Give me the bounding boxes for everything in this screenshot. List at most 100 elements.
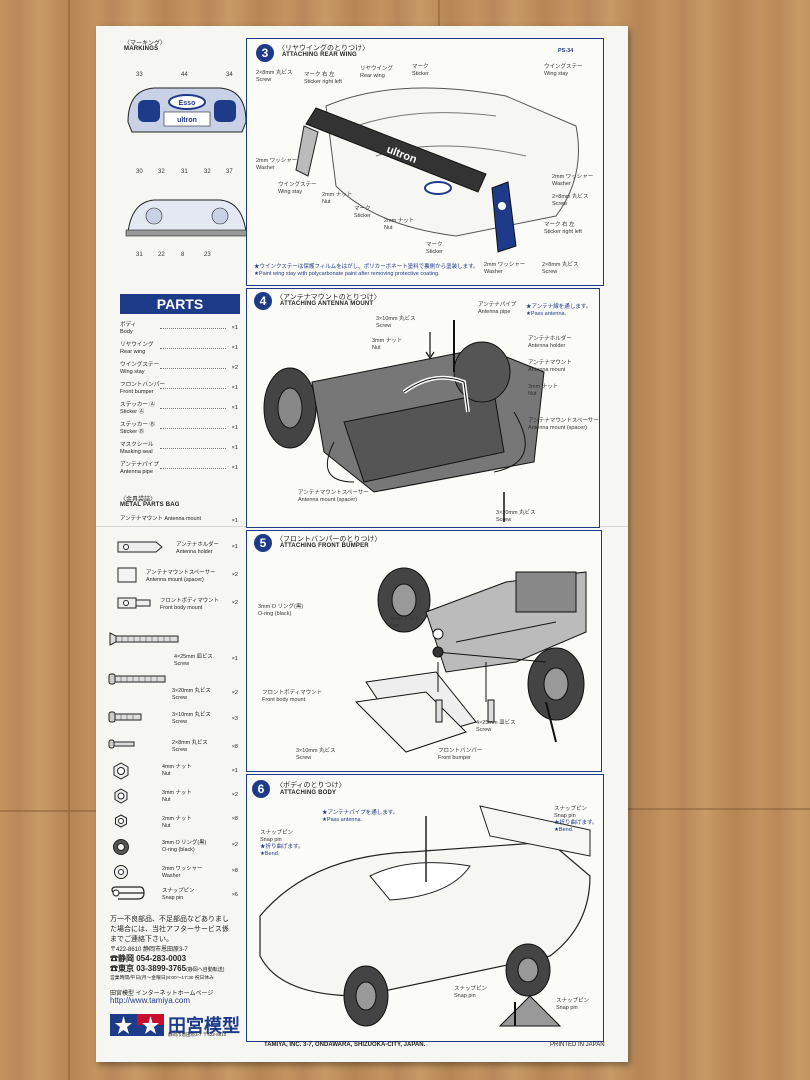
nut-3mm-icon [114,788,128,804]
step-number-badge: 5 [254,534,272,552]
floor-seam [68,0,70,1080]
step3-callout: 2mm ワッシャー Washer [484,262,526,275]
floor-seam [0,810,96,812]
marking-callout: 30 [136,169,143,175]
step4-callout: 3mm ナット Nut [372,338,403,351]
website-label: 田宮模型 インターネットホームページ [110,991,214,997]
washer-icon [114,865,128,879]
marking-callout: 8 [181,252,185,258]
step4-callout: アンテナパイプ Antenna pipe [478,302,517,315]
website-url[interactable]: http://www.tamiya.com [110,996,191,1005]
step3-callout: マーク Sticker [412,64,429,77]
step5-callout: 3mm O リング(黒) O-ring (black) [258,604,304,617]
marking-callout: 33 [136,72,143,78]
step3-callout: 2mm ワッシャー Washer [552,174,594,187]
metal-parts-title-jp: 〈金具袋詰〉 [120,497,157,503]
metal-part-antenna-mount: アンテナマウント Antenna mount×1 [120,516,238,524]
step3-callout: ウイングステー Wing stay [278,182,317,195]
nut-4mm-icon [113,762,129,780]
tamiya-star-logo-icon [110,1014,164,1036]
step3-paint-note: ★ウインクステーは保護フィルムをはがし、ポリカーボネート塗料で裏側から塗装します… [254,264,479,277]
body-attachment-illustration [259,805,591,1027]
floor-seam [438,0,440,26]
step4-callout: アンテナマウントスペーサー Antenna mount (spacer) [298,490,369,503]
screw-3x10-icon [108,711,142,723]
rear-wing-assembly-illustration: ultron [295,87,579,253]
step-title-jp: 〈ボディのとりつけ〉 [276,782,346,789]
tamiya-logo-subtext: 静岡市恩田原3-7 〒422-8610 [168,1032,227,1037]
marking-callout: 22 [158,252,165,258]
marking-callout: 23 [204,252,211,258]
step4-callout: アンテナマウント Antenna mount [528,360,572,373]
ps34-paint-label: PS-34 [558,48,574,54]
step4-callout: アンテナマウントスペーサー Antenna mount (spacer) [528,418,599,431]
step6-callout: スナップピン Snap pin [454,986,488,999]
after-service-notice-line: た場合には、当社アフターサービス係 [110,926,229,933]
metal-part-o-ring: 3mm O リング(黒)O-ring (black)×2 [106,832,238,862]
step6-bend-note: ★折り曲げます。 ★Bend. [554,820,598,833]
step-title-jp: 〈フロントバンパーのとりつけ〉 [276,536,382,543]
step6-callout: スナップピン Snap pin [554,806,588,819]
step3-callout: 2mm ナット Nut [384,218,415,231]
step4-callout: 3mm ナット Nut [528,384,559,397]
after-service-notice-line: までご連絡下さい。 [110,936,173,943]
o-ring-icon [113,839,129,855]
tamiya-logo-text: 田宮模型 [168,1016,240,1036]
step5-callout: 4×25mm 皿ビス Screw [476,720,516,733]
step4-antenna-note: ★アンテナ線を通します。 ★Pass antenna. [526,304,592,317]
step4-callout: アンテナホルダー Antenna holder [528,336,572,349]
step3-callout: マーク 右 左 Sticker right left [544,222,582,235]
step6-antenna-note: ★アンテナパイプを通します。 ★Pass antenna. [322,810,399,823]
step3-callout: マーク 右 左 Sticker right left [304,72,342,85]
after-service-notice-line: 万一不良部品、不足部品などありまし [110,916,229,923]
step5-callout: 4mm ナット Nut [390,616,421,629]
antenna-spacer-icon [117,567,137,583]
step5-callout: フロントボディマウント Front body mount [262,690,323,703]
step3-callout: 2mm ナット Nut [322,192,353,205]
step-title-en: ATTACHING FRONT BUMPER [280,543,369,549]
step3-callout: 2mm ワッシャー Washer [256,158,298,171]
front-bumper-illustration [354,567,587,753]
screw-2x8-icon [108,739,135,749]
marking-callout: 32 [158,169,165,175]
footer-printed-in: PRINTED IN JAPAN [550,1042,605,1048]
antenna-holder-icon [117,541,163,553]
step-number-badge: 3 [256,44,274,62]
front-body-mount-icon [117,597,151,609]
screw-3x20-icon [108,673,166,685]
step4-callout: 3×10mm 丸ビス Screw [376,316,416,329]
step3-callout: 2×8mm 丸ビス Screw [552,194,589,207]
step-number-badge: 4 [254,292,272,310]
screw-4x25-icon [109,632,179,646]
address: 〒422-8610 静岡市恩田原3-7 [110,947,188,953]
marking-callout: 31 [181,169,188,175]
marking-callout: 32 [204,169,211,175]
step3-callout: ウイングステー Wing stay [544,64,583,77]
step3-callout: 2×8mm 丸ビス Screw [256,70,293,83]
parts-heading: PARTS [120,294,240,314]
snap-pin-icon [111,886,145,900]
step3-callout: リヤウイング Rear wing [360,66,394,79]
step3-callout: マーク Sticker [426,242,443,255]
marking-callout: 44 [181,72,188,78]
phone-tokyo: ☎東京 03-3899-3765(静岡へ自動転送) [110,964,225,973]
metal-parts-title-en: METAL PARTS BAG [120,502,180,508]
business-hours: 営業時間/平日(月〜金曜日)8:00〜17:30 祝日休み [110,976,214,981]
step5-callout: フロントバンパー Front bumper [438,748,483,761]
step-title-jp: 〈アンテナマウントのとりつけ〉 [276,294,381,301]
nut-2mm-icon [115,814,127,828]
